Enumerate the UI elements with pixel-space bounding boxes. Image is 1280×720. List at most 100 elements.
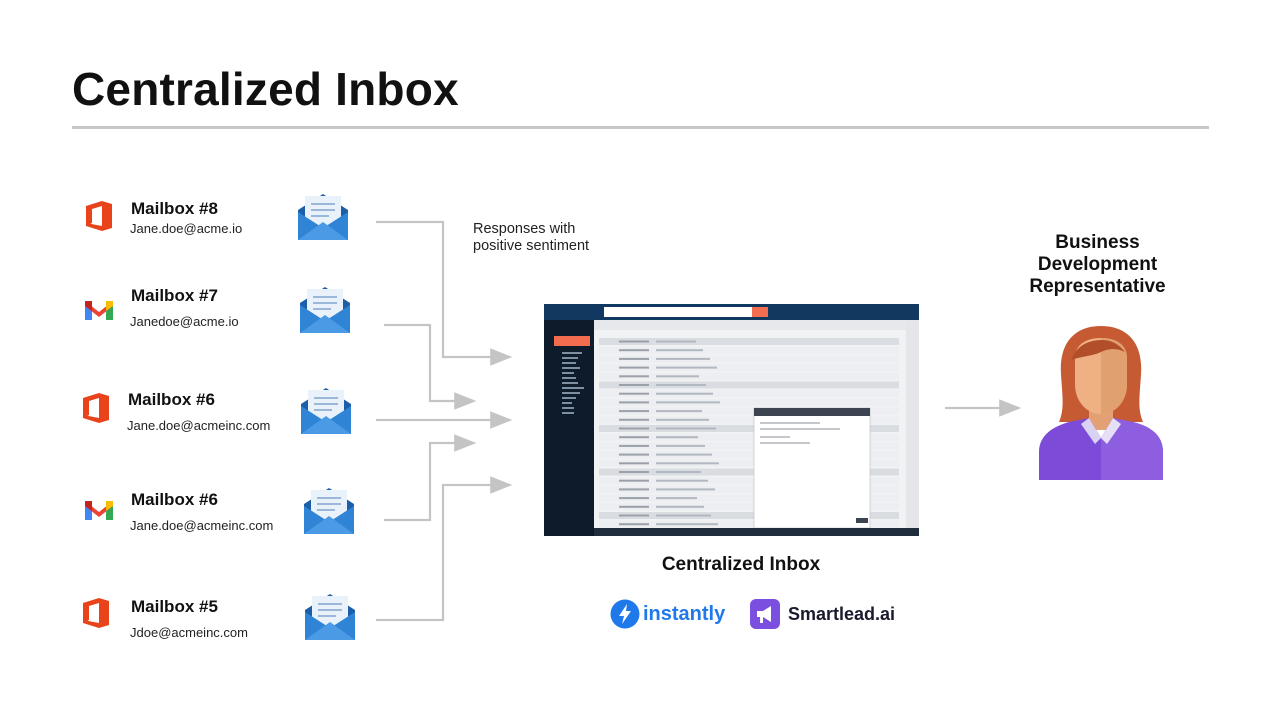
inbox-row-sender <box>619 401 649 404</box>
inbox-row-subject <box>656 357 710 360</box>
mailbox-name: Mailbox #6 <box>128 390 215 409</box>
inbox-screenshot <box>544 304 919 536</box>
gmail-icon <box>85 301 113 320</box>
title-divider <box>72 126 1209 129</box>
inbox-row-subject <box>656 392 713 395</box>
inbox-row <box>599 398 899 406</box>
inbox-row-sender <box>619 462 649 465</box>
inbox-row-sender <box>619 453 649 456</box>
inbox-row-subject <box>656 401 720 404</box>
mailbox-name: Mailbox #8 <box>131 199 218 218</box>
inbox-row-subject <box>656 523 718 526</box>
mailbox-email: Jane.doe@acmeinc.com <box>130 518 274 533</box>
smartlead-logo: Smartlead.ai <box>750 598 895 630</box>
inbox-row <box>599 477 899 485</box>
envelope-icon <box>300 287 350 333</box>
inbox-row <box>599 468 899 476</box>
inbox-row <box>599 381 899 389</box>
inbox-row-subject <box>656 410 702 413</box>
inbox-row <box>599 372 899 380</box>
office-icon <box>83 393 109 423</box>
inbox-row-sender <box>619 418 649 421</box>
office-icon <box>86 201 112 231</box>
envelope-icon <box>301 388 351 434</box>
inbox-row-sender <box>619 497 649 500</box>
inbox-row <box>599 451 899 459</box>
inbox-row-subject <box>656 427 716 430</box>
inbox-row-subject <box>656 514 711 517</box>
inbox-row-sender <box>619 357 649 360</box>
inbox-row-sender <box>619 340 649 343</box>
inbox-row <box>599 346 899 354</box>
gmail-icon <box>85 501 113 520</box>
inbox-row-sender <box>619 427 649 430</box>
mailbox-email: Janedoe@acme.io <box>130 314 239 329</box>
inbox-row-subject <box>656 436 698 439</box>
inbox-row-sender <box>619 366 649 369</box>
inbox-row-subject <box>656 340 696 343</box>
inbox-row-subject <box>656 488 715 491</box>
connector-mailbox-8 <box>376 220 513 366</box>
mailbox-email: Jdoe@acmeinc.com <box>130 625 248 640</box>
inbox-row-subject <box>656 366 717 369</box>
lightning-bolt-icon <box>610 599 640 629</box>
connector-mailbox-6b <box>384 434 477 522</box>
inbox-row <box>599 407 899 415</box>
inbox-row-sender <box>619 375 649 378</box>
inbox-row-sender <box>619 349 649 352</box>
megaphone-icon <box>750 599 780 629</box>
inbox-row-sender <box>619 392 649 395</box>
inbox-row-subject <box>656 384 706 386</box>
inbox-row-sender <box>619 505 649 508</box>
page-title: Centralized Inbox <box>72 63 459 115</box>
inbox-row-subject <box>656 479 708 482</box>
instantly-brand-text: instantly <box>643 602 726 625</box>
inbox-row-sender <box>619 488 649 491</box>
inbox-row <box>599 416 899 424</box>
inbox-row <box>599 355 899 363</box>
mailbox-name: Mailbox #7 <box>131 286 218 305</box>
inbox-row <box>599 520 899 528</box>
inbox-row <box>599 338 899 345</box>
inbox-row <box>599 425 899 432</box>
inbox-row <box>599 364 899 372</box>
inbox-screenshot-illustration <box>544 304 919 536</box>
responses-label: Responses with positive sentiment <box>473 221 590 254</box>
inbox-row <box>599 503 899 511</box>
inbox-caption: Centralized Inbox <box>661 554 821 575</box>
inbox-row-sender <box>619 514 649 517</box>
inbox-row-subject <box>656 349 703 352</box>
inbox-row-subject <box>656 505 704 508</box>
inbox-row <box>599 442 899 450</box>
office-icon <box>83 598 109 628</box>
smartlead-brand-text: Smartlead.ai <box>788 603 896 624</box>
envelope-icon <box>304 488 354 534</box>
inbox-row-subject <box>656 462 719 465</box>
inbox-row <box>599 459 899 467</box>
inbox-row-sender <box>619 479 649 482</box>
mailbox-email: Jane.doe@acmeinc.com <box>127 418 271 433</box>
inbox-row-sender <box>619 436 649 439</box>
inbox-row <box>599 485 899 493</box>
inbox-row <box>599 494 899 502</box>
inbox-row <box>599 512 899 519</box>
inbox-row <box>599 390 899 398</box>
inbox-row-subject <box>656 471 701 473</box>
inbox-row-subject <box>656 453 712 456</box>
mailbox-name: Mailbox #6 <box>131 490 218 509</box>
instantly-logo: instantly <box>610 598 725 630</box>
inbox-row-subject <box>656 375 699 378</box>
inbox-row <box>599 433 899 441</box>
inbox-row-subject <box>656 444 705 447</box>
person-icon <box>1039 326 1163 480</box>
inbox-row-sender <box>619 471 649 473</box>
inbox-row-sender <box>619 384 649 386</box>
connector-mailbox-5 <box>376 476 513 622</box>
bdr-label: Business Development Representative <box>1029 232 1166 297</box>
mailbox-email: Jane.doe@acme.io <box>130 221 243 236</box>
envelope-icon <box>298 194 348 240</box>
inbox-row-subject <box>656 497 697 500</box>
envelope-icon <box>305 594 355 640</box>
inbox-row-sender <box>619 523 649 526</box>
